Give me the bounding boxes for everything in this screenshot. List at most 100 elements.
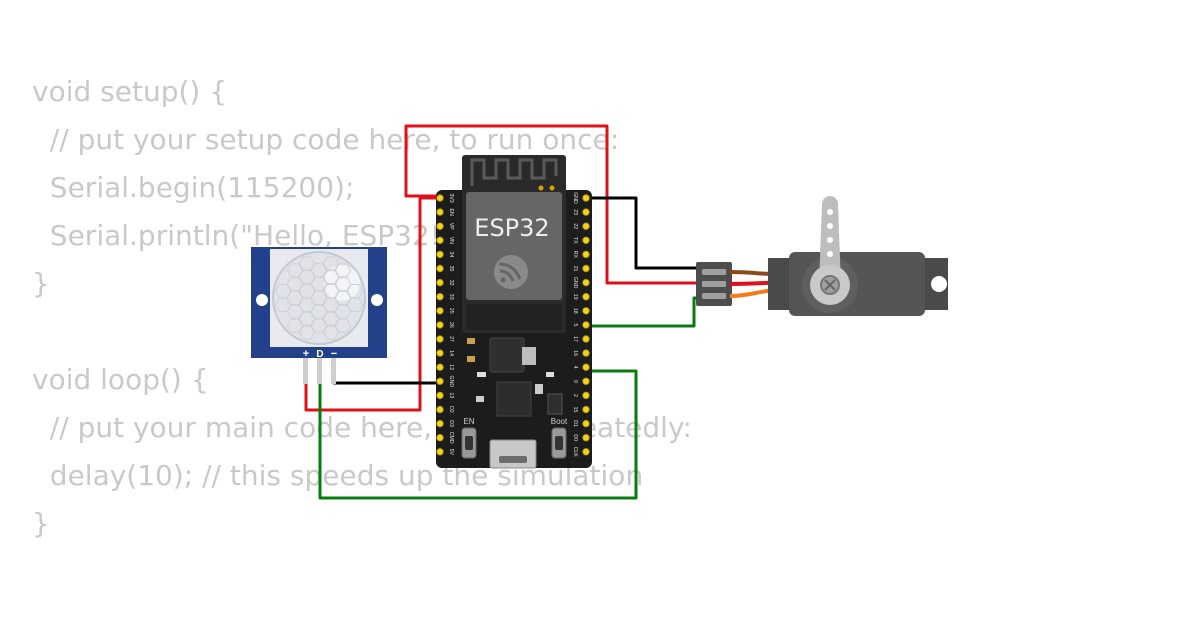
header-pin[interactable]: [436, 208, 444, 216]
pin-label: 4: [572, 366, 578, 369]
header-pin[interactable]: [582, 307, 590, 315]
header-pin[interactable]: [436, 363, 444, 371]
header-pin[interactable]: [582, 363, 590, 371]
pin-label: GND: [448, 376, 454, 388]
pir-motion-sensor[interactable]: + D −: [251, 247, 387, 384]
header-pin[interactable]: [582, 250, 590, 259]
code-line: // put your setup code here, to run once…: [32, 123, 620, 156]
header-pin[interactable]: [582, 349, 590, 357]
pir-legs-mid: [317, 356, 322, 384]
pir-fresnel-pattern: [274, 256, 364, 340]
wire-esp32-d18-to-servo-signal[interactable]: [586, 296, 700, 328]
header-pin[interactable]: [436, 419, 444, 428]
pir-legs-left: [303, 356, 308, 384]
code-line: }: [32, 267, 50, 300]
header-pin[interactable]: [436, 250, 444, 259]
servo-horn-hole: [827, 209, 833, 215]
boot-button-cap: [555, 436, 563, 450]
pir-pin-label-plus: +: [303, 348, 309, 360]
fresnel-cell: [334, 277, 352, 292]
header-pin[interactable]: [582, 419, 590, 428]
wire-pir-vcc-to-esp32-3v3[interactable]: [304, 196, 440, 412]
header-pin[interactable]: [436, 405, 444, 414]
header-pin[interactable]: [582, 391, 590, 400]
fresnel-cell: [310, 290, 328, 306]
header-pin[interactable]: [436, 448, 444, 456]
pin-label: 19: [572, 294, 578, 300]
header-pin[interactable]: [436, 264, 444, 273]
micro-usb-port[interactable]: [489, 439, 537, 469]
pin-label: 15: [572, 407, 578, 413]
header-pin[interactable]: [582, 264, 590, 273]
smd-resistor: [477, 372, 486, 377]
header-pin[interactable]: [582, 236, 590, 244]
header-pin[interactable]: [436, 321, 444, 329]
header-pin[interactable]: [436, 293, 444, 301]
wire-pir-out-to-esp32-d4[interactable]: [318, 362, 638, 500]
pin-label: D2: [448, 406, 454, 413]
header-pin[interactable]: [582, 194, 590, 202]
header-pin[interactable]: [436, 278, 444, 287]
wire-pir-gnd-to-esp32-gnd[interactable]: [332, 362, 442, 385]
code-line: Serial.println("Hello, ESP32!");: [32, 219, 475, 252]
pin-label: RX: [572, 251, 578, 259]
header-pin[interactable]: [436, 307, 444, 315]
code-line: void loop() {: [32, 363, 209, 396]
code-line: }: [32, 507, 50, 540]
pir-pin-label-minus: −: [331, 348, 337, 360]
fresnel-cell: [298, 256, 316, 271]
esp32-right-header: [582, 194, 590, 456]
header-pin[interactable]: [582, 321, 590, 329]
fresnel-cell: [298, 311, 316, 326]
fresnel-cell: [310, 277, 328, 292]
header-pin[interactable]: [436, 335, 444, 343]
smd-led: [546, 372, 554, 377]
pin-label: TX: [572, 237, 578, 244]
wifi-antenna-trace: [470, 158, 558, 186]
header-pin[interactable]: [436, 349, 444, 357]
header-pin[interactable]: [436, 236, 444, 244]
header-pin[interactable]: [582, 434, 590, 442]
servo-motor[interactable]: [696, 196, 948, 316]
header-pin[interactable]: [436, 391, 444, 400]
wire-esp32-gnd-to-servo-gnd[interactable]: [586, 196, 698, 270]
pin-label: 25: [448, 308, 454, 314]
module-castellation: [466, 304, 562, 330]
pir-legs-right: [331, 356, 336, 384]
module-shield: [466, 192, 562, 300]
header-pin[interactable]: [582, 278, 590, 287]
pin-label: 27: [448, 336, 454, 342]
header-pin[interactable]: [582, 335, 590, 343]
pir-mount-hole-right: [371, 294, 383, 306]
header-pin[interactable]: [436, 377, 444, 385]
fresnel-cell: [286, 263, 304, 278]
esp32-devkit[interactable]: 3V3ENVPVN343532332526271412GND13D2D3CMD5…: [436, 155, 592, 469]
header-pin[interactable]: [436, 434, 444, 442]
smd-component: [547, 393, 563, 415]
header-pin[interactable]: [436, 222, 444, 230]
fresnel-cell: [286, 318, 304, 333]
header-pin[interactable]: [582, 208, 590, 216]
header-pin[interactable]: [582, 222, 590, 230]
fresnel-cell: [298, 297, 316, 312]
regulator-tab: [522, 347, 536, 365]
header-pin[interactable]: [582, 405, 590, 414]
fresnel-cell: [322, 311, 340, 326]
pin-label: 3V3: [448, 193, 454, 202]
header-pin[interactable]: [436, 194, 444, 202]
pin-label: 0: [572, 380, 578, 383]
fresnel-cell: [298, 284, 316, 299]
pin-label: 26: [448, 322, 454, 328]
header-pin[interactable]: [582, 448, 590, 456]
fresnel-cell: [310, 318, 328, 333]
micro-usb-opening: [499, 456, 527, 463]
en-button-cap: [465, 436, 473, 450]
header-pin[interactable]: [582, 377, 590, 385]
pin-label: VP: [448, 223, 454, 230]
header-pin[interactable]: [582, 293, 590, 301]
wire-esp32-3v3-to-servo-vcc[interactable]: [404, 124, 698, 285]
pin-label: D1: [572, 420, 578, 427]
servo-horn-hole: [827, 237, 833, 243]
pin-label: EN: [448, 208, 454, 215]
pin-label: 12: [448, 364, 454, 370]
